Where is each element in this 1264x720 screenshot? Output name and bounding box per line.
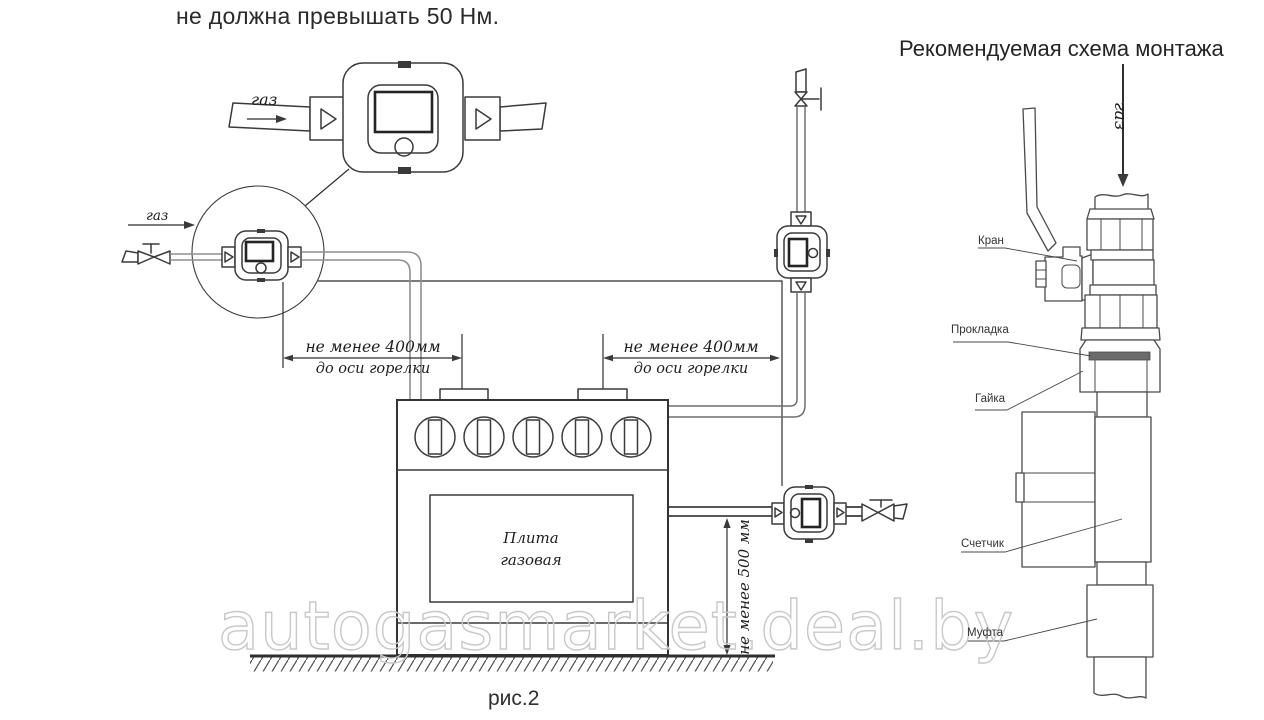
gas-label-montage: газ (1110, 102, 1130, 130)
part-label-coupling: Муфта (967, 627, 1004, 639)
ground (250, 654, 775, 672)
coupling (1086, 584, 1154, 658)
gas-stove (396, 388, 669, 656)
figure-caption: рис.2 (488, 687, 540, 710)
stove-label-line2: газовая (500, 551, 562, 569)
union-nut-lower (1084, 294, 1158, 329)
dimension-left-400mm (282, 282, 463, 392)
right-riser-meter (668, 68, 830, 418)
gas-label-inlet: газ (146, 208, 169, 224)
note-torque-text: не должна превышать 50 Нм. (176, 3, 500, 29)
stove-knobs (414, 416, 652, 458)
part-label-nut: Гайка (975, 393, 1006, 405)
montage-assembly (953, 64, 1161, 699)
valve-body (1044, 246, 1083, 302)
dim-right-line2: до оси горелки (633, 361, 749, 377)
part-label-meter: Счетчик (961, 538, 1004, 550)
dimension-right-400mm (602, 334, 780, 392)
montage-heading: Рекомендуемая схема монтажа (899, 36, 1224, 61)
oven-door (429, 494, 634, 603)
pipe-break-bottom (1093, 656, 1147, 699)
dim-left-line2: до оси горелки (315, 361, 431, 377)
pipe-break-top (1094, 193, 1149, 213)
watermark: autogasmarket.deal.by (218, 587, 1014, 665)
enlarged-meter-drawing (228, 61, 547, 207)
gasket (1088, 351, 1151, 361)
dimension-height-500mm (723, 518, 731, 655)
nut (1079, 339, 1161, 393)
dim-right-line1: не менее 400мм (623, 338, 759, 356)
valve-lever (1022, 107, 1057, 252)
stove-level-meter (668, 485, 908, 543)
part-label-gasket: Прокладка (951, 324, 1009, 336)
dim-height-label: не менее 500 мм (735, 519, 753, 655)
inlet-and-detail-circle (121, 185, 783, 486)
gas-label-detail: газ (251, 90, 278, 109)
part-label-valve: Кран (978, 235, 1004, 247)
dim-left-line1: не менее 400мм (305, 338, 441, 356)
stove-label-line1: Плита (503, 529, 559, 547)
